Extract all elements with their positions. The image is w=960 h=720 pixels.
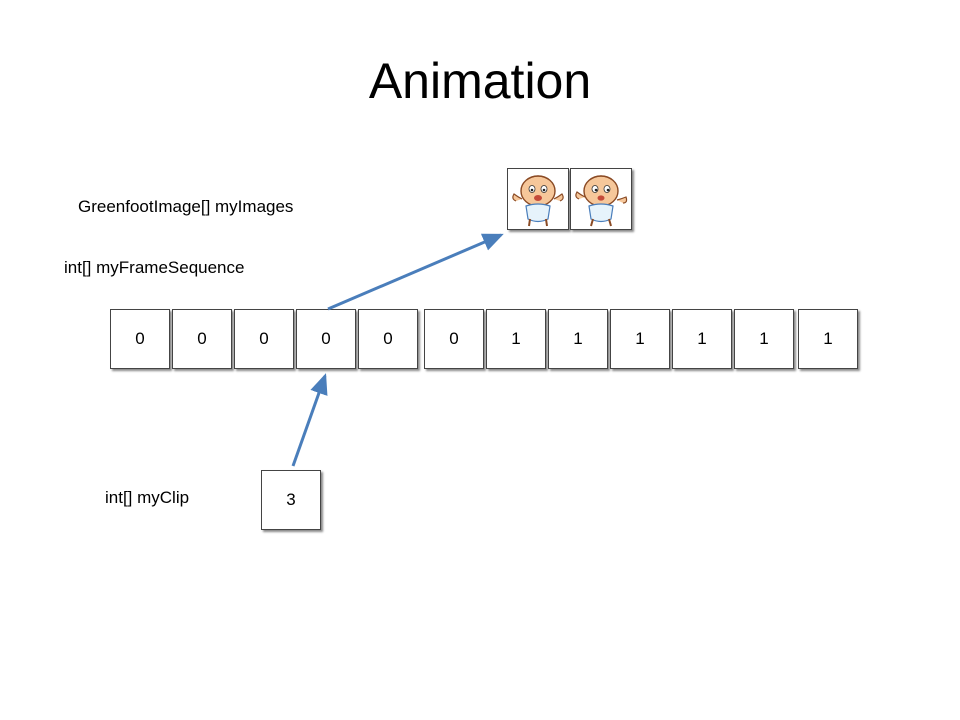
sequence-label: int[] myFrameSequence [64, 258, 245, 277]
sequence-cell-3: 0 [296, 309, 356, 369]
sequence-cell-2: 0 [234, 309, 294, 369]
sequence-cell-9: 1 [672, 309, 732, 369]
clip-cell: 3 [261, 470, 321, 530]
sequence-cell-5: 0 [424, 309, 484, 369]
sequence-cell-4: 0 [358, 309, 418, 369]
sequence-to-image-arrow [327, 233, 504, 311]
images-label: GreenfootImage[] myImages [78, 197, 294, 216]
sequence-cell-10: 1 [734, 309, 794, 369]
sequence-cell-0: 0 [110, 309, 170, 369]
clip-to-sequence-arrow [291, 373, 328, 467]
slide-title: Animation [368, 53, 592, 109]
sequence-cell-7: 1 [548, 309, 608, 369]
sequence-cell-1: 0 [172, 309, 232, 369]
sequence-cell-8: 1 [610, 309, 670, 369]
baby-frame-icon [512, 175, 564, 227]
image-cell-1 [570, 168, 632, 230]
sequence-cell-6: 1 [486, 309, 546, 369]
clip-label: int[] myClip [105, 488, 190, 507]
sequence-cell-11: 1 [798, 309, 858, 369]
image-cell-0 [507, 168, 569, 230]
baby-frame-icon [575, 175, 628, 227]
